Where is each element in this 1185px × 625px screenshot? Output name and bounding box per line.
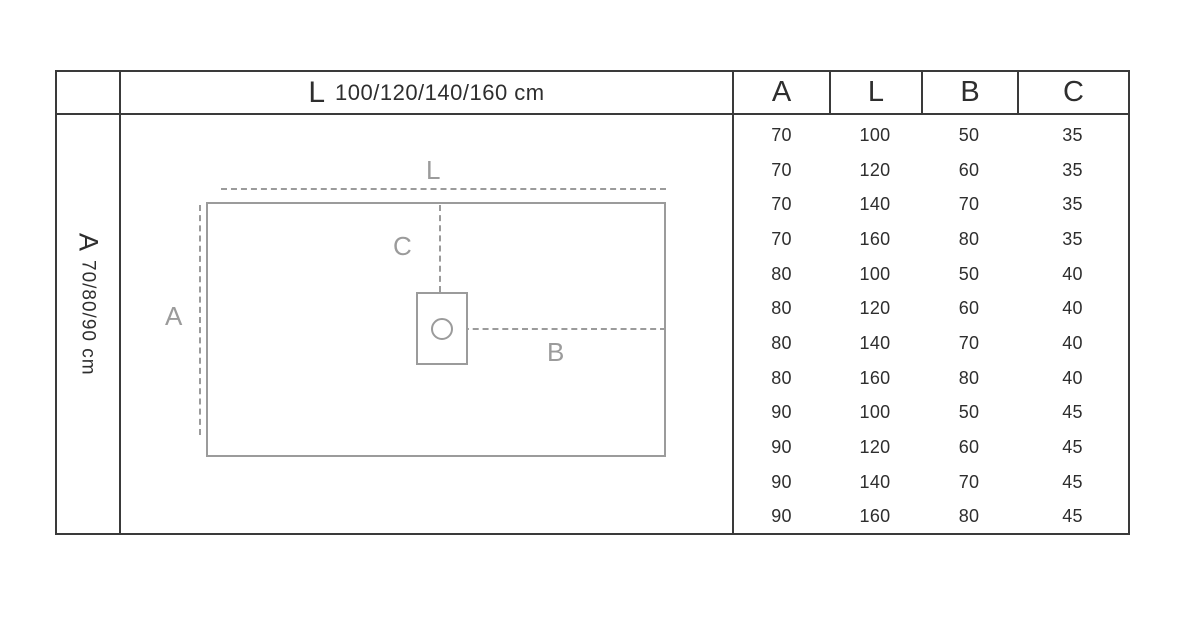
table-row: 90 140 70 45 — [734, 465, 1128, 500]
length-range-header: L 100/120/140/160 cm — [121, 72, 734, 115]
table-cell: 70 — [771, 159, 792, 180]
dimension-line-A — [199, 205, 201, 435]
table-cell: 90 — [771, 506, 792, 527]
table-row: 70 100 50 35 — [734, 118, 1128, 153]
table-cell: 80 — [771, 263, 792, 284]
table-cell: 120 — [859, 437, 891, 458]
table-cell: 60 — [958, 159, 980, 180]
table-cell: 160 — [859, 228, 891, 249]
table-cell: 45 — [1062, 471, 1083, 492]
table-cell: 45 — [1062, 437, 1083, 458]
table-cell: 70 — [958, 194, 980, 215]
dimension-line-B — [453, 328, 666, 330]
table-row: 80 140 70 40 — [734, 326, 1128, 361]
table-cell: 70 — [771, 194, 792, 215]
table-cell: 40 — [1062, 263, 1083, 284]
corner-cell — [57, 72, 121, 115]
table-cell: 40 — [1062, 367, 1083, 388]
dimension-label-C: C — [393, 231, 412, 261]
table-cell: 100 — [859, 124, 891, 145]
column-header-L: L — [829, 72, 921, 113]
tray-diagram: L A C B — [121, 115, 734, 535]
table-cell: 80 — [958, 506, 980, 527]
table-cell: 100 — [859, 402, 891, 423]
table-cell: 90 — [771, 402, 792, 423]
column-header-C: C — [1017, 72, 1128, 113]
table-cell: 80 — [771, 332, 792, 353]
table-cell: 140 — [859, 194, 891, 215]
table-cell: 160 — [859, 367, 891, 388]
dimension-label-A: A — [165, 301, 183, 331]
table-cell: 160 — [859, 506, 891, 527]
table-cell: 35 — [1062, 228, 1083, 249]
table-cell: 70 — [771, 124, 792, 145]
table-cell: 50 — [958, 402, 980, 423]
table-cell: 70 — [771, 228, 792, 249]
table-cell: 35 — [1062, 159, 1083, 180]
length-range-values: 100/120/140/160 cm — [335, 79, 545, 105]
table-cell: 40 — [1062, 298, 1083, 319]
table-cell: 45 — [1062, 402, 1083, 423]
table-cell: 70 — [958, 471, 980, 492]
width-range-label: A 70/80/90 cm — [73, 233, 104, 376]
table-row: 80 120 60 40 — [734, 291, 1128, 326]
table-row: 90 100 50 45 — [734, 396, 1128, 431]
width-range-values: 70/80/90 cm — [77, 260, 99, 376]
table-cell: 140 — [859, 471, 891, 492]
length-range-prefix: L — [308, 75, 326, 109]
table-cell: 90 — [771, 471, 792, 492]
table-cell: 35 — [1062, 194, 1083, 215]
table-cell: 50 — [958, 263, 980, 284]
dimension-line-C — [439, 205, 441, 292]
table-cell: 80 — [958, 367, 980, 388]
dimension-label-L: L — [426, 155, 441, 185]
table-cell: 45 — [1062, 506, 1083, 527]
width-range-prefix: A — [73, 233, 104, 252]
column-header-B: B — [921, 72, 1017, 113]
table-row: 80 160 80 40 — [734, 361, 1128, 396]
table-row: 70 140 70 35 — [734, 187, 1128, 222]
table-row: 70 120 60 35 — [734, 153, 1128, 188]
table-cell: 50 — [958, 124, 980, 145]
table-row: 90 120 60 45 — [734, 430, 1128, 465]
table-cell: 120 — [859, 159, 891, 180]
table-cell: 70 — [958, 332, 980, 353]
table-cell: 80 — [771, 298, 792, 319]
table-cell: 100 — [859, 263, 891, 284]
table-row: 80 100 50 40 — [734, 257, 1128, 292]
drain-hole — [431, 318, 453, 340]
dimension-line-L — [221, 188, 666, 190]
table-cell: 120 — [859, 298, 891, 319]
table-cell: 40 — [1062, 332, 1083, 353]
table-cell: 80 — [771, 367, 792, 388]
table-cell: 140 — [859, 332, 891, 353]
spec-table-body: 70 100 50 35 70 120 60 35 70 140 70 35 70 160 80 35 80 10… — [734, 115, 1128, 534]
spec-panel: L 100/120/140/160 cm A L B C A 70/80/90 … — [55, 70, 1130, 535]
drain-plate — [416, 292, 468, 365]
width-range-strip: A 70/80/90 cm — [57, 115, 121, 535]
table-row: 90 160 80 45 — [734, 500, 1128, 535]
column-header-A: A — [771, 76, 792, 108]
table-row: 70 160 80 35 — [734, 222, 1128, 257]
table-cell: 60 — [958, 437, 980, 458]
spec-table-header: A L B C — [734, 72, 1128, 115]
table-cell: 60 — [958, 298, 980, 319]
table-cell: 35 — [1062, 124, 1083, 145]
table-cell: 80 — [958, 228, 980, 249]
table-cell: 90 — [771, 437, 792, 458]
dimension-label-B: B — [547, 337, 565, 367]
